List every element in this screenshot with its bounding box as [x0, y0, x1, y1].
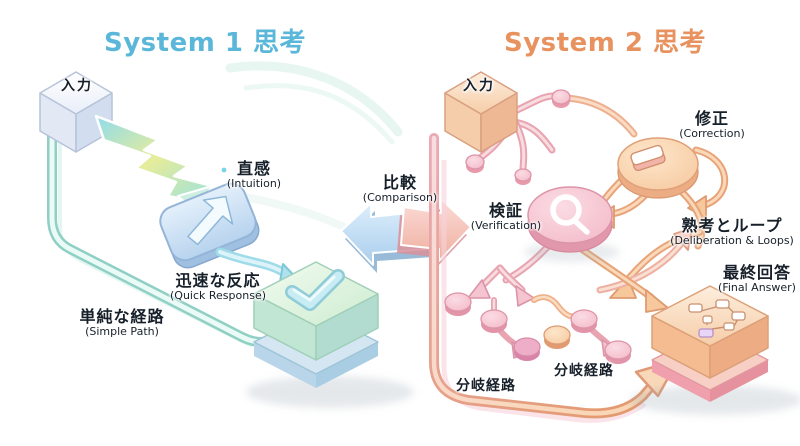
check-icon: [285, 269, 345, 311]
label-verification: 検証 (Verification): [470, 201, 542, 233]
branch-discs: [444, 292, 632, 364]
magnifier-icon: [550, 194, 590, 235]
label-final-answer: 最終回答 (Final Answer): [718, 263, 796, 295]
intuition-button: [159, 182, 260, 269]
label-deliberation: 熟考とループ (Deliberation & Loops): [670, 216, 794, 248]
label-input-system2: 入力: [463, 78, 495, 94]
shadow: [246, 376, 414, 408]
branch-arrowhead: [467, 279, 491, 299]
label-input-system1: 入力: [61, 78, 93, 94]
checkmark-box: [246, 261, 414, 408]
decorative-swoosh: [243, 83, 395, 145]
branch-arrowhead: [515, 285, 535, 307]
comparison-arrows: [340, 198, 472, 273]
up-right-arrow-icon: [187, 195, 234, 246]
flowchart-icon: [688, 299, 746, 338]
label-quick-response: 迅速な反応 (Quick Response): [169, 271, 267, 303]
eraser-icon: [630, 144, 666, 172]
input-cube-system2: [444, 71, 518, 153]
system1-title: System 1 思考: [104, 28, 306, 58]
final-answer-box: [630, 285, 800, 415]
label-comparison: 比較 (Comparison): [362, 173, 438, 205]
verification-disc: [524, 186, 620, 262]
loop-arrowhead: [673, 227, 693, 251]
input-label: 入力: [61, 78, 93, 94]
correction-disc: [617, 137, 699, 199]
system2-title: System 2 思考: [504, 28, 706, 58]
label-intuition: 直感 (Intuition): [226, 159, 282, 191]
label-branch-path-2: 分岐経路: [554, 363, 614, 379]
branch-nodes-top: [465, 89, 571, 185]
label-simple-path: 単純な経路 (Simple Path): [79, 307, 165, 339]
main-loop-echo: [441, 160, 647, 423]
label-branch-path-1: 分岐経路: [456, 378, 516, 394]
decorative-swoosh: [225, 61, 403, 137]
system2-graphics: [429, 71, 800, 423]
system1-graphics: [39, 61, 414, 408]
label-correction: 修正 (Correction): [679, 109, 745, 141]
shadow: [630, 385, 800, 415]
input-cube-system1: [39, 71, 113, 153]
sparkle: [221, 167, 227, 173]
loop-arrowhead: [645, 289, 669, 313]
